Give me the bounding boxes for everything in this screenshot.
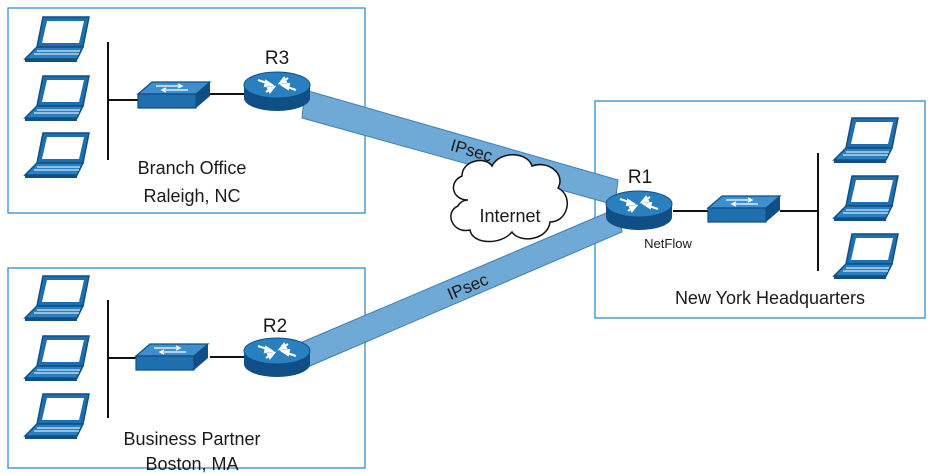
router-icon-r3 xyxy=(243,71,311,112)
laptop-icon xyxy=(24,75,90,122)
laptop-icon xyxy=(833,117,899,164)
switch-icon xyxy=(707,195,781,223)
switch-icon xyxy=(137,81,211,109)
internet-label: Internet xyxy=(479,206,540,226)
laptop-icon xyxy=(24,16,90,63)
laptop-icon xyxy=(24,335,90,382)
router-label-r1: R1 xyxy=(628,167,652,188)
laptop-icon xyxy=(24,393,90,440)
router-icon-r1 xyxy=(605,190,673,231)
router-label-r2: R2 xyxy=(263,316,287,337)
router-icon-r2 xyxy=(243,337,311,378)
boston-site-box xyxy=(7,267,366,469)
router-label-r3: R3 xyxy=(265,48,289,69)
raleigh-site-name: Branch Office xyxy=(138,158,247,178)
laptop-icon xyxy=(833,175,899,222)
laptop-icon xyxy=(24,275,90,322)
cloud-icon xyxy=(450,154,568,243)
switch-icon xyxy=(135,343,209,371)
netflow-label: NetFlow xyxy=(644,236,692,251)
newyork-site-name: New York Headquarters xyxy=(675,288,865,308)
raleigh-site-location: Raleigh, NC xyxy=(143,186,240,206)
boston-site-name: Business Partner xyxy=(123,429,260,449)
laptop-icon xyxy=(833,233,899,280)
laptop-icon xyxy=(24,132,90,179)
newyork-site-box xyxy=(594,100,926,319)
boston-site-location: Boston, MA xyxy=(145,454,238,474)
